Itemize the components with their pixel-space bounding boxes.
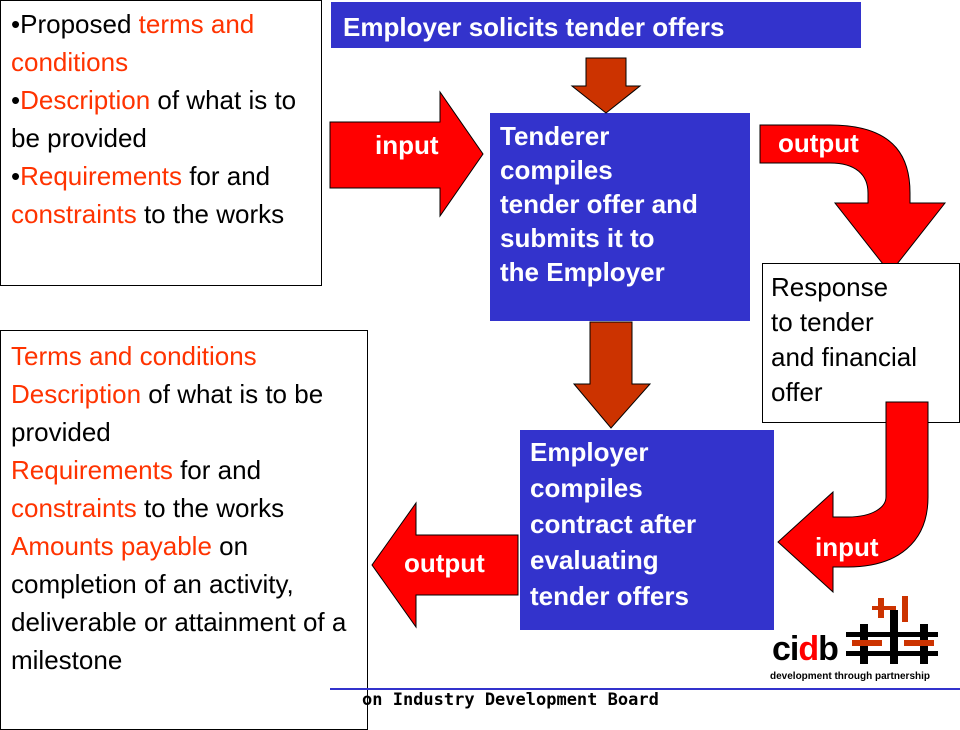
bullet: •	[11, 161, 21, 191]
employer-line: contract after	[530, 509, 697, 539]
curved-arrow-icon	[759, 124, 947, 274]
output-line-4-black: to the works	[136, 493, 285, 523]
input-item-3-black: for and	[181, 161, 271, 191]
output-line-2-red: Description	[11, 379, 142, 409]
tender-line: the Employer	[500, 257, 665, 287]
employer-line: evaluating	[530, 545, 659, 575]
cidb-logo: cidb	[772, 630, 839, 669]
bullet: •	[11, 85, 21, 115]
response-line: to tender	[771, 307, 874, 337]
input-item-3-black2: to the works	[136, 199, 285, 229]
input-requirements-box: •Proposed terms and conditions •Descript…	[0, 0, 322, 286]
logo-b: b	[818, 630, 839, 668]
input-bottom-label: input	[815, 532, 879, 562]
logo-d: d	[798, 630, 819, 668]
curved-arrow-icon	[777, 401, 929, 594]
input-item-2: •Description of what is to be provided	[11, 81, 321, 157]
output-top-label: output	[778, 128, 859, 158]
cidb-logo-mark-icon	[846, 596, 938, 664]
footer-divider	[330, 688, 960, 690]
tender-line: submits it to	[500, 223, 655, 253]
input-item-1: •Proposed terms and conditions	[11, 5, 321, 81]
employer-line: tender offers	[530, 581, 689, 611]
output-line-3-black: for and	[172, 455, 262, 485]
employer-compiles-box: Employer compiles contract after evaluat…	[520, 430, 774, 630]
response-line: offer	[771, 377, 823, 407]
response-box: Response to tender and financial offer	[762, 263, 960, 423]
output-line-4: constraints to the works	[11, 489, 367, 527]
output-line-2-black: of what is to be provided	[11, 379, 324, 447]
employer-line: compiles	[530, 473, 643, 503]
output-line-2: Description of what is to be provided	[11, 375, 367, 451]
input-item-3-red: Requirements	[20, 161, 182, 191]
bullet: •	[11, 9, 21, 39]
logo-tagline: development through partnership	[770, 671, 931, 682]
response-line: Response	[771, 272, 889, 302]
output-line-5-black: on completion of an activity, deliverabl…	[11, 531, 347, 675]
down-arrow-icon	[572, 321, 652, 429]
down-arrow-icon	[570, 57, 642, 114]
output-line-3-red: Requirements	[11, 455, 173, 485]
footer-text: on Industry Development Board	[362, 690, 659, 710]
response-line: and financial	[771, 342, 917, 372]
logo-ci: ci	[772, 630, 799, 668]
input-item-1-black: Proposed	[20, 9, 139, 39]
top-banner: Employer solicits tender offers	[331, 2, 861, 48]
tender-line: Tenderer	[500, 121, 610, 151]
output-line-5: Amounts payable on completion of an acti…	[11, 527, 367, 679]
input-item-2-red: Description	[20, 85, 151, 115]
right-arrow-icon	[329, 90, 484, 218]
input-item-2-black: of what is to be provided	[11, 85, 297, 153]
left-arrow-icon	[371, 501, 519, 629]
output-line-4-red: constraints	[11, 493, 137, 523]
output-line-5-red: Amounts payable	[11, 531, 212, 561]
employer-line: Employer	[530, 437, 649, 467]
output-line-3: Requirements for and	[11, 451, 367, 489]
output-terms-box: Terms and conditions Description of what…	[0, 330, 368, 730]
output-line-1: Terms and conditions	[11, 341, 257, 371]
tender-line: tender offer and	[500, 189, 698, 219]
tender-line: compiles	[500, 155, 613, 185]
input-top-label: input	[375, 130, 439, 160]
top-banner-text: Employer solicits tender offers	[343, 12, 725, 42]
input-item-3: •Requirements for and constraints to the…	[11, 157, 321, 233]
tenderer-box: Tenderer compiles tender offer and submi…	[490, 113, 750, 321]
output-bottom-label: output	[404, 548, 485, 578]
input-item-3-red2: constraints	[11, 199, 137, 229]
input-item-1-red: terms and conditions	[11, 9, 255, 77]
